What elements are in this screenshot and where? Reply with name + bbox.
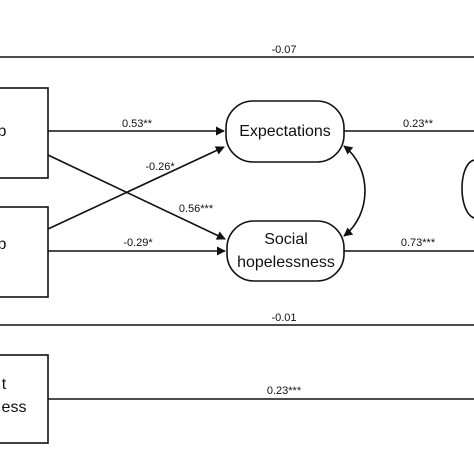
social-hopelessness-label-line1: Social: [264, 231, 308, 248]
edge-label-expectations-out: 0.23**: [403, 118, 434, 130]
left-box-2: [0, 206, 49, 298]
edge-label-box1-social: 0.56***: [179, 203, 214, 215]
social-hopelessness-label-line2: hopelessness: [237, 254, 335, 271]
left-box-2-label: p: [0, 236, 7, 253]
left-box-3: [0, 354, 49, 444]
edge-label-box3-out: 0.23***: [267, 385, 302, 397]
edge-correlation-curve: [343, 145, 366, 237]
edge-box1-social: [47, 154, 226, 240]
edge-label-box2-expectations: -0.26*: [145, 161, 175, 173]
edge-label-box1-expectations: 0.53**: [122, 118, 153, 130]
edge-label-social-out: 0.73***: [401, 237, 436, 249]
left-box-3-label-line2: ess: [2, 399, 27, 416]
left-box-1-label: p: [0, 123, 7, 140]
outcome-node-partial: [461, 159, 474, 219]
social-hopelessness-node: [226, 220, 345, 282]
left-box-3-label-line1: t: [2, 376, 7, 393]
edge-box2-expectations: [47, 146, 225, 230]
edge-label-box2-social: -0.29*: [123, 237, 153, 249]
edge-label-middle-long: -0.01: [271, 312, 296, 324]
expectations-label: Expectations: [239, 123, 331, 140]
left-box-1: [0, 87, 49, 179]
edge-label-top-long: -0.07: [271, 44, 296, 56]
